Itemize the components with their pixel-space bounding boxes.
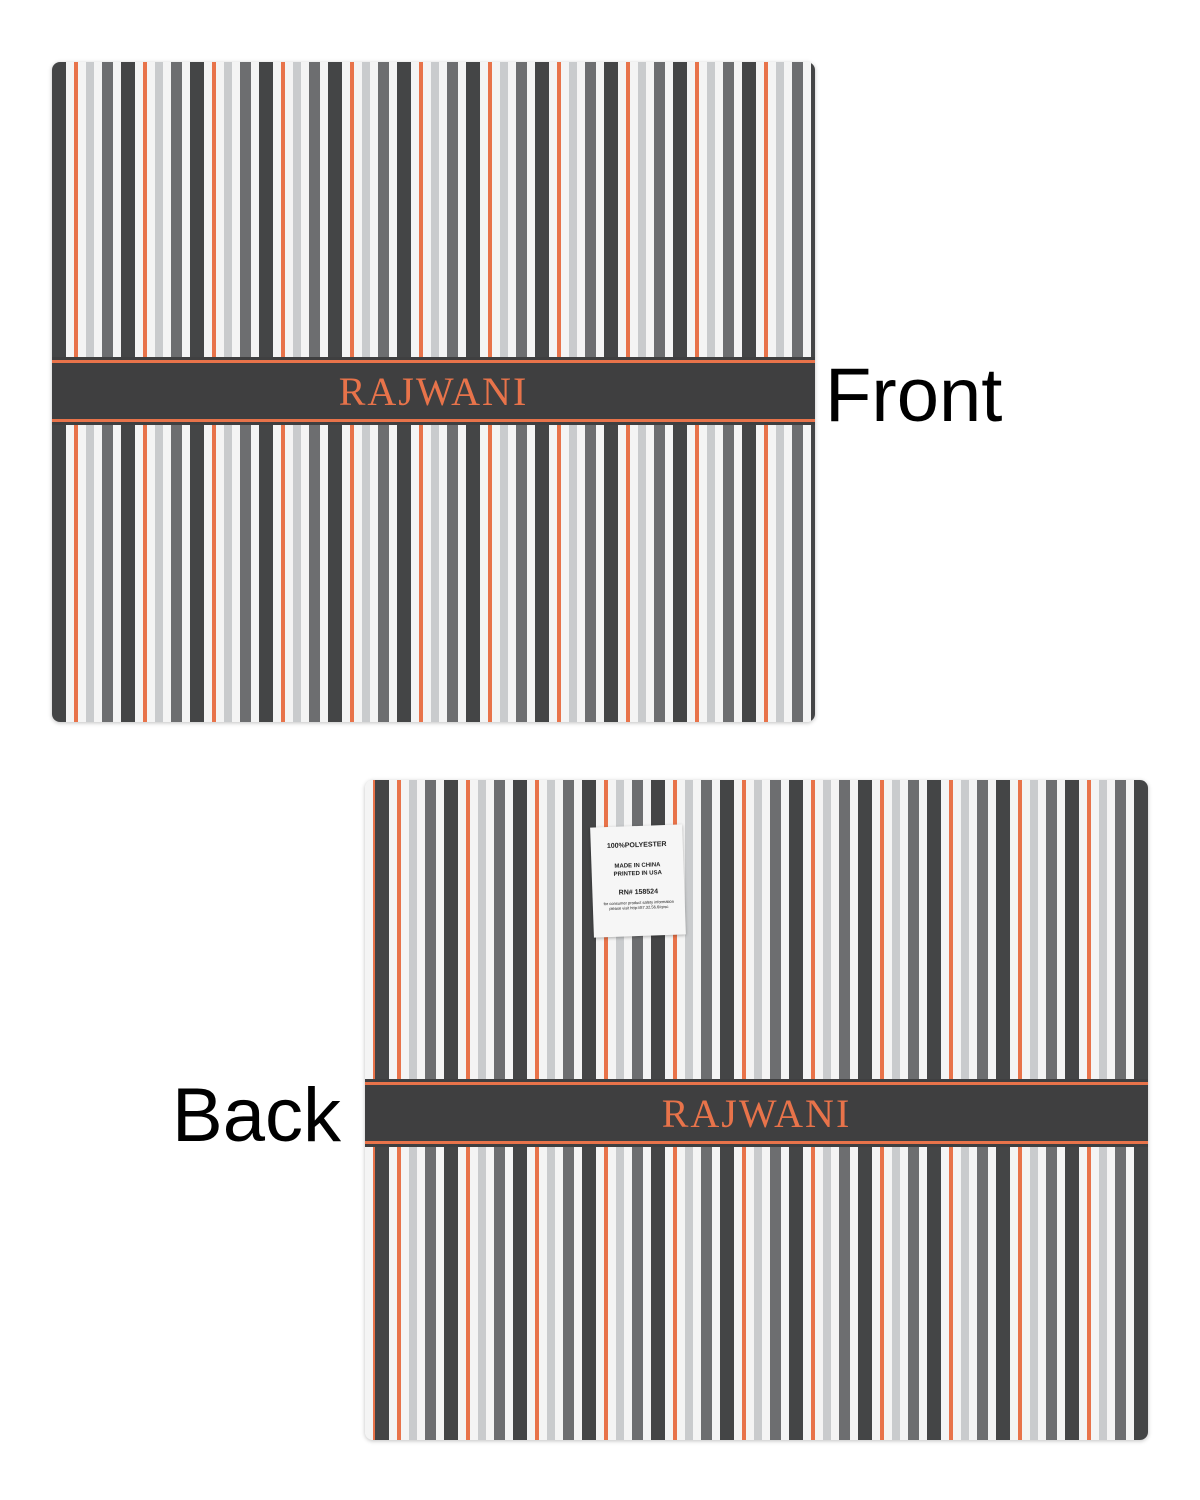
tag-material: 100%POLYESTER [606, 840, 667, 851]
monogram-text: RAJWANI [338, 368, 529, 414]
tag-line2: PRINTED IN USA [613, 870, 663, 878]
monogram-band: RAJWANI [52, 360, 815, 422]
back-label: Back [172, 1073, 341, 1158]
monogram-band: RAJWANI [365, 1082, 1148, 1144]
pillow-back: RAJWANI [365, 780, 1148, 1440]
care-tag: 100%POLYESTER MADE IN CHINA PRINTED IN U… [590, 824, 686, 938]
tag-rn: RN# 158524 [618, 888, 659, 897]
monogram-text: RAJWANI [661, 1090, 852, 1136]
pillow-front: RAJWANI [52, 62, 815, 722]
front-label: Front [825, 353, 1003, 438]
